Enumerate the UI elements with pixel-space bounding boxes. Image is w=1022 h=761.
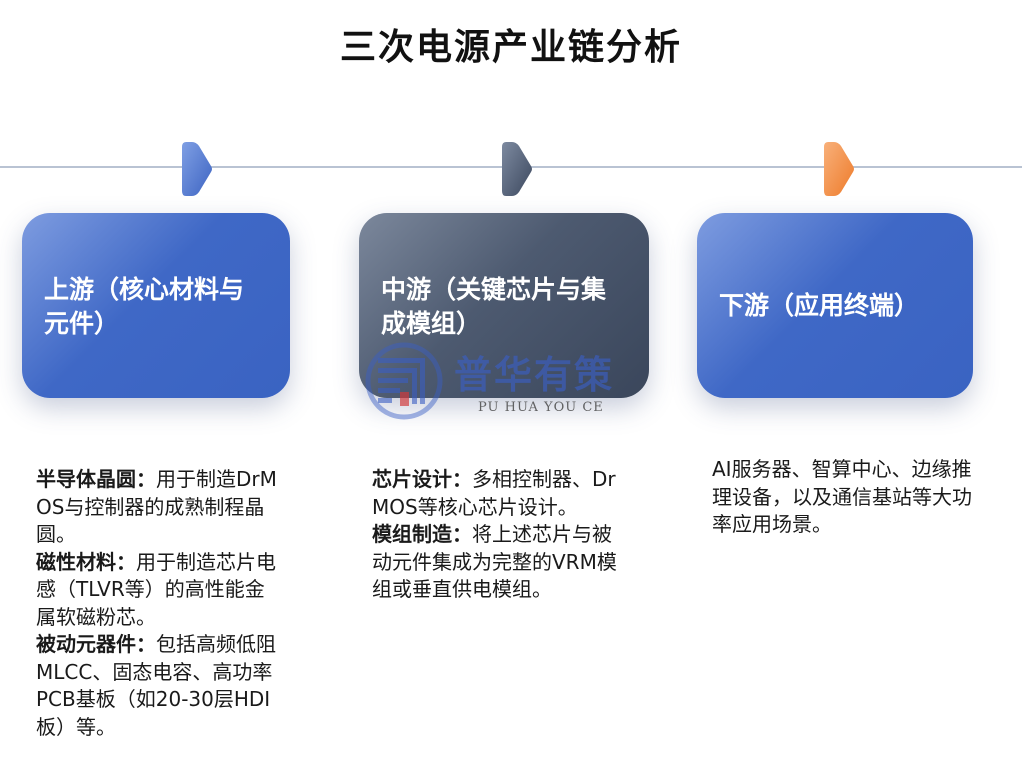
desc-text: 用于制造芯片电感（TLVR等）的高性能金属软磁粉芯。: [36, 549, 276, 629]
midstream-chevron-icon: [502, 142, 532, 196]
watermark-emblem-icon: [365, 342, 443, 420]
desc-term: 磁性材料：: [36, 549, 136, 574]
desc-text: AI服务器、智算中心、边缘推理设备，以及通信基站等大功率应用场景。: [712, 457, 972, 536]
midstream-description: 芯片设计：多相控制器、DrMOS等核心芯片设计。 模组制造：将上述芯片与被动元件…: [372, 466, 618, 604]
desc-text: 将上述芯片与被动元件集成为完整的VRM模组或垂直供电模组。: [372, 522, 617, 601]
desc-text: 多相控制器、DrMOS等核心芯片设计。: [372, 467, 616, 519]
watermark-brand-text: 普华有策: [454, 353, 615, 397]
upstream-chevron-icon: [182, 142, 212, 196]
upstream-card: 上游（核心材料与元件）: [22, 213, 290, 398]
watermark-logo: 普华有策 PU HUA YOU CE: [362, 338, 642, 422]
upstream-card-label: 上游（核心材料与元件）: [44, 275, 245, 338]
desc-term: 芯片设计：: [372, 467, 472, 491]
downstream-card-label: 下游（应用终端）: [719, 291, 920, 320]
watermark-brand-subtext: PU HUA YOU CE: [478, 400, 604, 415]
midstream-card: 中游（关键芯片与集成模组）: [359, 213, 649, 398]
page-title: 三次电源产业链分析: [339, 27, 682, 68]
upstream-description: 半导体晶圆：用于制造DrMOS与控制器的成熟制程晶圆。 磁性材料：用于制造芯片电…: [36, 466, 280, 741]
downstream-description: AI服务器、智算中心、边缘推理设备，以及通信基站等大功率应用场景。: [712, 456, 976, 539]
desc-term: 半导体晶圆：: [36, 467, 156, 491]
downstream-chevron-icon: [824, 142, 854, 196]
desc-text: 用于制造DrMOS与控制器的成熟制程晶圆。: [36, 467, 277, 546]
desc-term: 被动元器件：: [36, 632, 156, 656]
desc-text: 包括高频低阻MLCC、固态电容、高功率PCB基板（如20-30层HDI板）等。: [36, 632, 276, 739]
downstream-card: 下游（应用终端）: [697, 213, 973, 398]
midstream-card-label: 中游（关键芯片与集成模组）: [381, 275, 607, 338]
desc-term: 模组制造：: [372, 522, 472, 546]
